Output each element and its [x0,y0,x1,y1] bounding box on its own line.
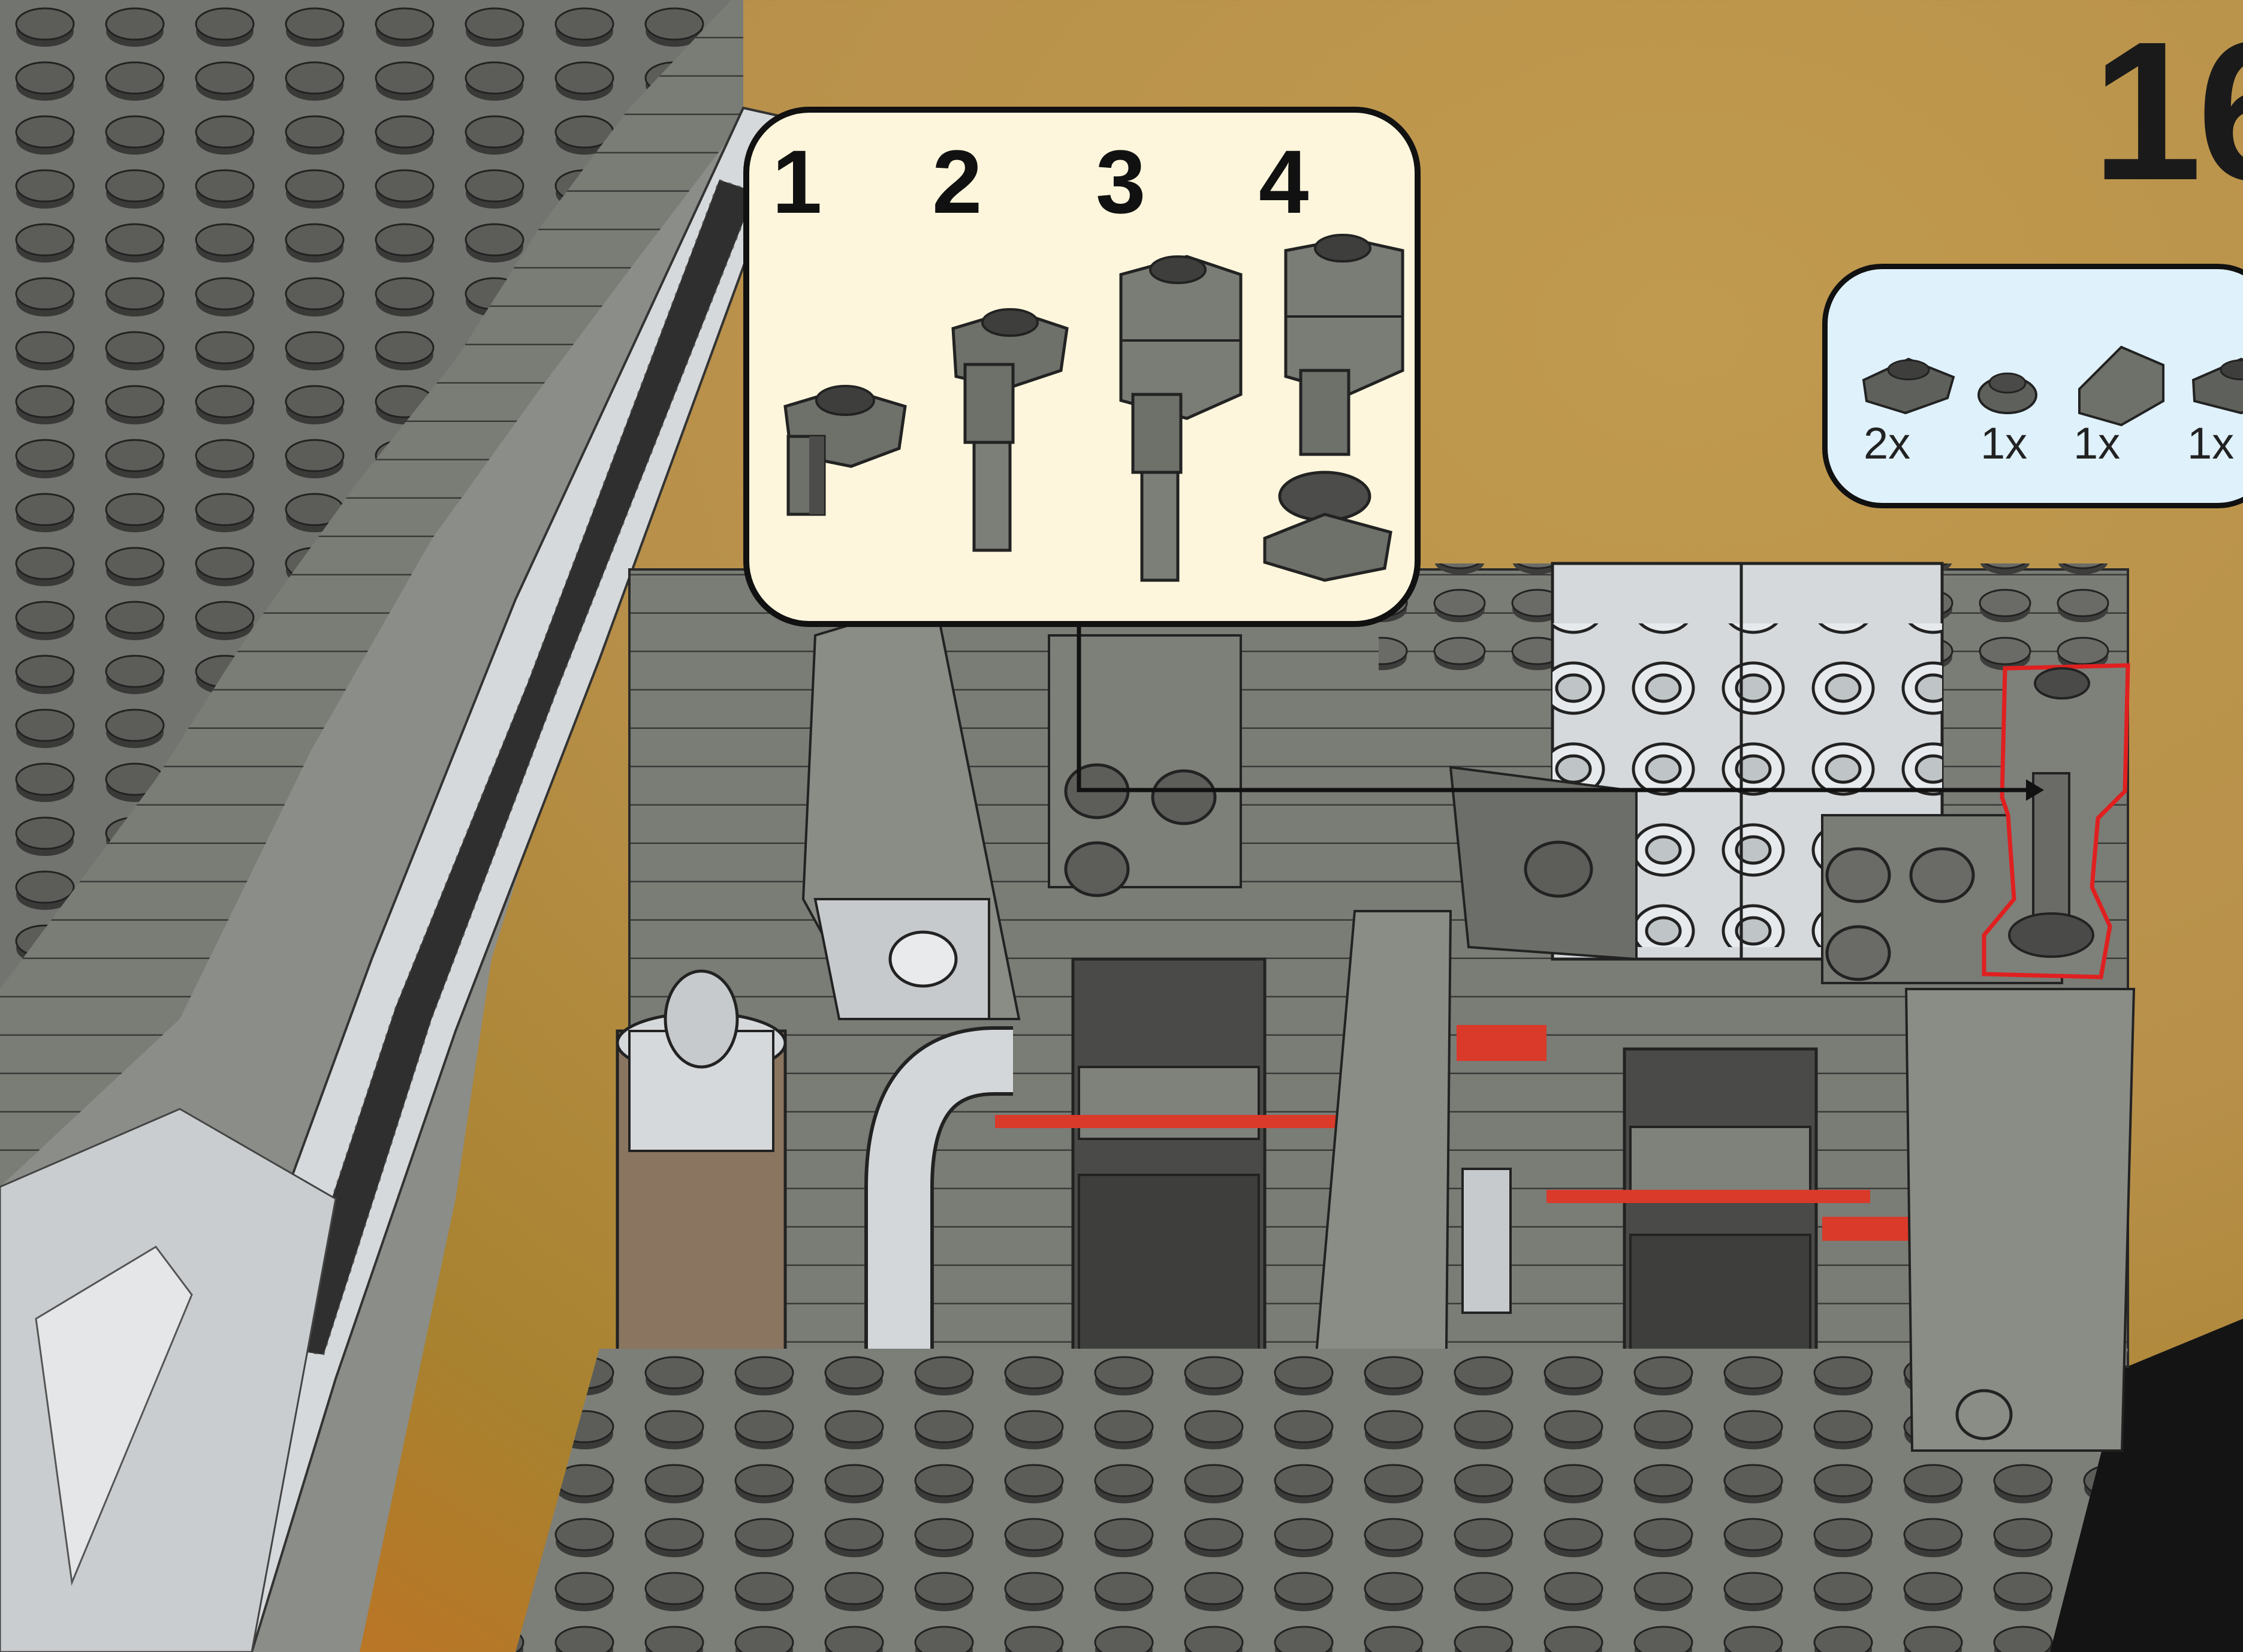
sub-step-2-illustration [953,309,1067,550]
part-quantity: 1x [2073,418,2120,469]
sub-step-1-illustration [785,386,905,514]
round-plate-1x1-icon [1979,373,2036,413]
part-quantity: 2x [1864,418,1910,469]
sub-assembly-callout: 1 2 3 4 [743,107,1421,627]
part-quantity: 1x [2187,418,2234,469]
parts-list: 2x 1x 1x 1x [1822,264,2243,508]
sub-step-3-illustration [1121,257,1241,580]
sub-step-4-illustration [1265,235,1403,580]
plate-1x1-icon [2193,359,2243,413]
part-quantity: 1x [1980,418,2027,469]
step-number: 16 [2092,12,2243,210]
slope-tile-icon [2079,347,2163,425]
plate-1x1-clip-icon [1864,359,1953,413]
